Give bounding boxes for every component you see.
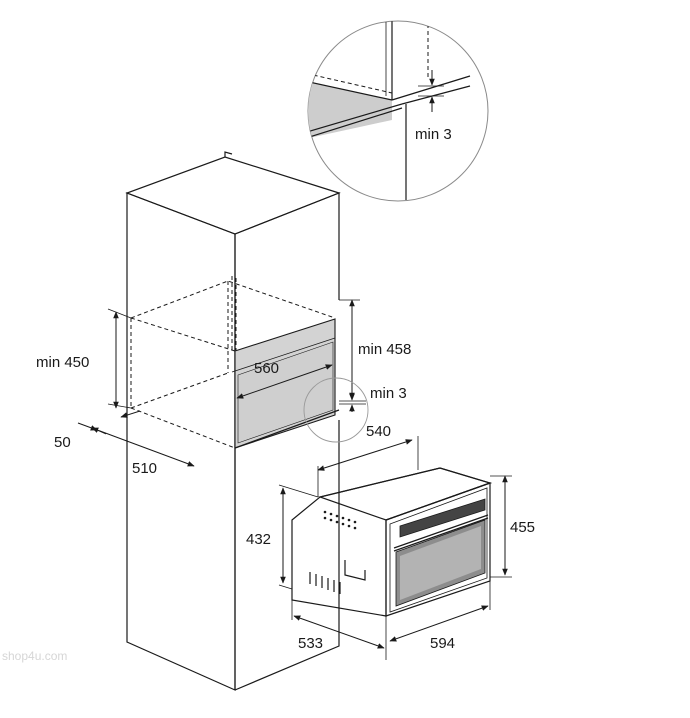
label-432: 432 [246,531,271,548]
label-540: 540 [366,423,391,440]
oven [291,467,492,617]
label-min-3: min 3 [370,385,407,402]
label-min-458: min 458 [358,341,411,358]
watermark: shop4u.com [2,649,67,663]
niche-dimensions [77,299,369,467]
gap-detail [307,20,489,202]
label-50: 50 [54,434,71,451]
label-560: 560 [254,360,279,377]
oven-dimensions [278,436,512,660]
control-panel [399,498,486,538]
label-455: 455 [510,519,535,536]
label-533: 533 [298,635,323,652]
vent-holes [323,510,357,530]
label-594: 594 [430,635,455,652]
side-grille [309,572,341,594]
label-510: 510 [132,460,157,477]
label-detail-min-3: min 3 [415,126,452,143]
cabinet [125,151,341,691]
label-min-450: min 450 [36,354,89,371]
